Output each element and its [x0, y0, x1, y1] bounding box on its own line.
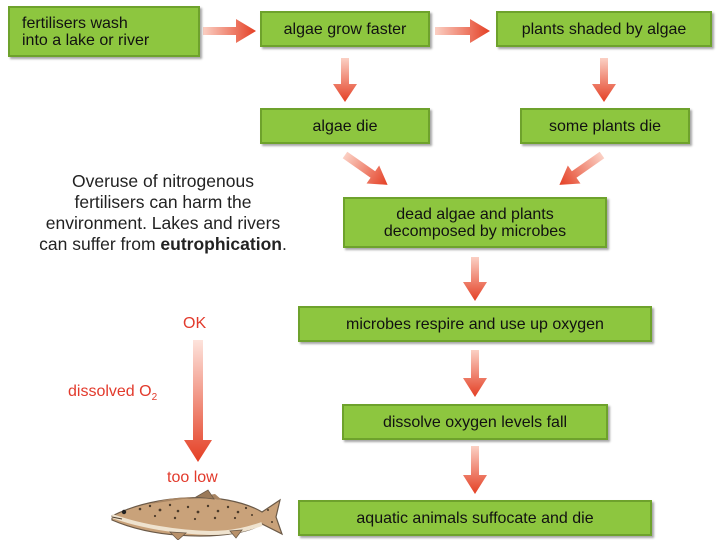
box-fertilisers-wash: fertilisers wash into a lake or river: [8, 6, 200, 57]
note-text: Overuse of nitrogenous fertilisers can h…: [39, 171, 281, 254]
oxygen-ok-label: OK: [183, 315, 207, 332]
box-oxygen-levels-fall: dissolve oxygen levels fall: [342, 404, 608, 440]
dissolved-oxygen-text: dissolved O: [68, 383, 152, 400]
box-algae-die: algae die: [260, 108, 430, 144]
box-decomposed-by-microbes: dead algae and plants decomposed by micr…: [343, 197, 607, 248]
eutrophication-note: Overuse of nitrogenous fertilisers can h…: [38, 171, 288, 255]
fish-icon: [111, 489, 284, 540]
box-animals-suffocate: aquatic animals suffocate and die: [298, 500, 652, 536]
dissolved-oxygen-subscript: 2: [151, 392, 158, 404]
arrow-respire-to-oxygen-fall: [463, 350, 487, 397]
note-bold-term: eutrophication: [160, 234, 282, 254]
oxygen-too-low-label: too low: [167, 469, 218, 486]
box-algae-grow-faster: algae grow faster: [260, 11, 430, 47]
arrow-algae-die-to-decomposed: [342, 151, 388, 185]
arrow-decomposed-to-respire: [463, 257, 487, 301]
arrow-plants-die-to-decomposed: [559, 151, 605, 185]
box-plants-shaded: plants shaded by algae: [496, 11, 712, 47]
oxygen-scale-arrow: [184, 340, 212, 462]
arrow-fertilisers-to-algae: [203, 19, 256, 43]
arrow-shaded-to-plants-die: [592, 58, 616, 102]
box-microbes-respire: microbes respire and use up oxygen: [298, 306, 652, 342]
note-end: .: [281, 234, 287, 254]
arrow-oxygen-fall-to-suffocate: [463, 446, 487, 494]
arrow-algae-grow-to-die: [333, 58, 357, 102]
dissolved-oxygen-label: dissolved O2: [68, 383, 157, 403]
arrow-algae-to-shaded: [435, 19, 490, 43]
box-some-plants-die: some plants die: [520, 108, 690, 144]
